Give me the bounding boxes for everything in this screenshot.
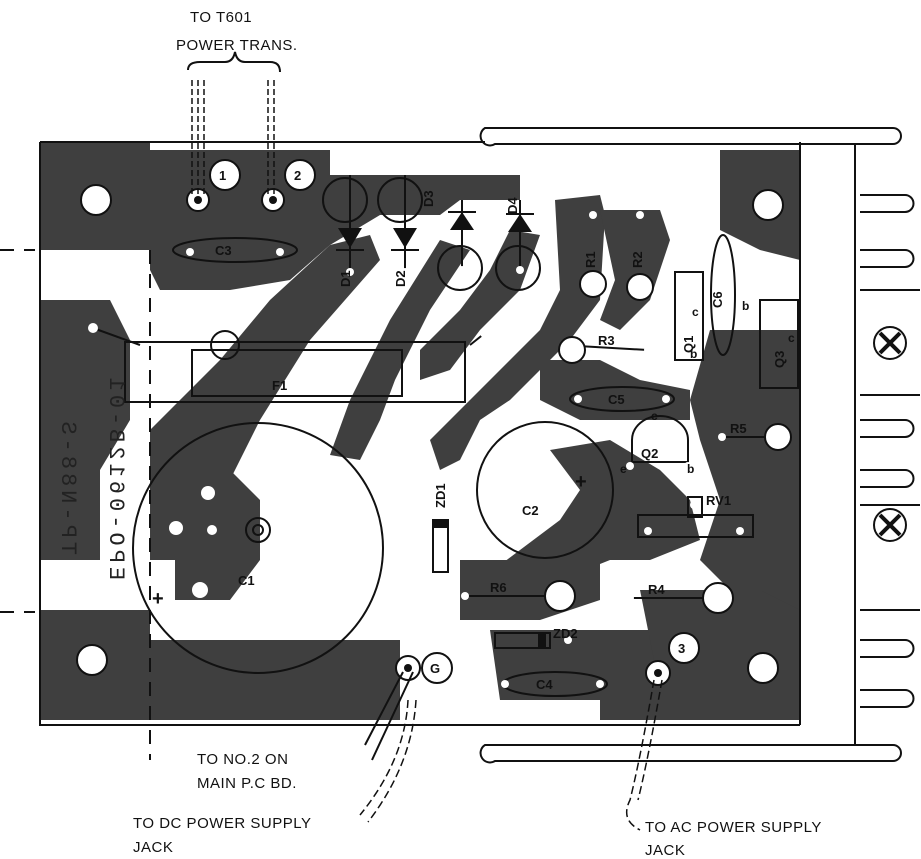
f1-body — [124, 341, 466, 403]
label-r3: R3 — [598, 333, 615, 348]
q1-c-mark: c — [692, 305, 699, 319]
label-t3: 3 — [678, 641, 685, 656]
label-t2: 2 — [294, 168, 301, 183]
label-to-dc-1: TO DC POWER SUPPLY — [133, 815, 311, 832]
label-c6: C6 — [710, 291, 725, 308]
label-to-no2-2: MAIN P.C BD. — [197, 775, 297, 792]
q3-c-mark: c — [788, 331, 795, 345]
d3-body — [437, 200, 483, 291]
label-to-no2-1: TO NO.2 ON — [197, 751, 288, 768]
q1-b-mark: b — [690, 347, 697, 361]
label-d4: D4 — [505, 197, 520, 214]
board-id-line2: EPO-0612B-01 — [103, 374, 128, 580]
wires — [0, 51, 663, 831]
c2-plus-mark: + — [575, 471, 587, 493]
terminal-1-marker — [209, 159, 241, 191]
label-c5: C5 — [608, 392, 625, 407]
q3-body — [759, 299, 799, 389]
label-t1: 1 — [219, 168, 226, 183]
pin-marks: + + c b e b c b c — [152, 299, 795, 610]
terminal-markers — [209, 159, 700, 684]
mount-hole-top-left — [80, 184, 112, 216]
screw-icon-lower — [873, 508, 907, 542]
q1-body — [674, 271, 704, 361]
label-c3: C3 — [215, 243, 232, 258]
external-labels: TO T601 POWER TRANS. TO NO.2 ON MAIN P.C… — [133, 9, 822, 859]
board-outline — [39, 127, 920, 764]
terminal-3-marker — [668, 632, 700, 664]
label-r6: R6 — [490, 580, 507, 595]
board-id-line1: TP-N88-S — [55, 417, 80, 555]
c1-plus-mark: + — [152, 588, 164, 610]
rv1-body — [637, 514, 754, 538]
heatsink-screws — [873, 326, 907, 542]
label-r5: R5 — [730, 421, 747, 436]
label-r4: R4 — [648, 582, 665, 597]
label-tg: G — [430, 661, 440, 676]
label-to-t601-1: TO T601 — [190, 9, 252, 26]
label-c1: C1 — [238, 573, 255, 588]
screw-icon-upper — [873, 326, 907, 360]
label-q3: Q3 — [772, 351, 787, 368]
label-d3: D3 — [421, 190, 436, 207]
label-q2: Q2 — [641, 446, 658, 461]
label-to-dc-2: JACK — [133, 839, 173, 856]
mount-hole-bottom-left — [76, 644, 108, 676]
label-r1: R1 — [583, 251, 598, 268]
d2-body — [377, 175, 423, 275]
zd2-body — [494, 632, 551, 649]
c6-body — [710, 234, 736, 356]
c1-body — [132, 422, 384, 674]
label-c4: C4 — [536, 677, 553, 692]
label-r2: R2 — [630, 251, 645, 268]
label-to-ac-1: TO AC POWER SUPPLY — [645, 819, 822, 836]
label-zd1: ZD1 — [433, 483, 448, 508]
copper-layer — [40, 142, 800, 720]
terminal-2-marker — [284, 159, 316, 191]
q2-c-mark: c — [651, 409, 658, 423]
d4-body — [495, 200, 541, 291]
label-d1: D1 — [338, 270, 353, 287]
pads — [88, 188, 792, 688]
label-to-ac-2: JACK — [645, 842, 685, 859]
label-zd2: ZD2 — [553, 626, 578, 641]
d1-body — [322, 175, 368, 275]
c3-body — [172, 237, 298, 263]
label-to-t601-2: POWER TRANS. — [176, 37, 298, 54]
c5-body — [569, 386, 675, 412]
q2-body — [631, 415, 689, 463]
mounting-holes — [76, 184, 784, 684]
mount-hole-bottom-right — [747, 652, 779, 684]
component-labels: 1 2 3 G C1 C2 C3 C4 C5 C6 D1 D2 D3 D4 F1… — [215, 168, 787, 692]
q2-b-mark: b — [687, 462, 694, 476]
label-q1: Q1 — [681, 336, 696, 353]
label-c2: C2 — [522, 503, 539, 518]
board-id-text: TP-N88-S EPO-0612B-01 — [55, 374, 128, 580]
label-f1: F1 — [272, 378, 287, 393]
terminal-g-marker — [421, 652, 453, 684]
mount-hole-top-right — [752, 189, 784, 221]
label-rv1: RV1 — [706, 493, 731, 508]
component-outlines — [92, 175, 799, 697]
c2-body — [476, 421, 614, 559]
q3-b-mark: b — [742, 299, 749, 313]
q2-e-mark: e — [620, 462, 627, 476]
label-d2: D2 — [393, 270, 408, 287]
